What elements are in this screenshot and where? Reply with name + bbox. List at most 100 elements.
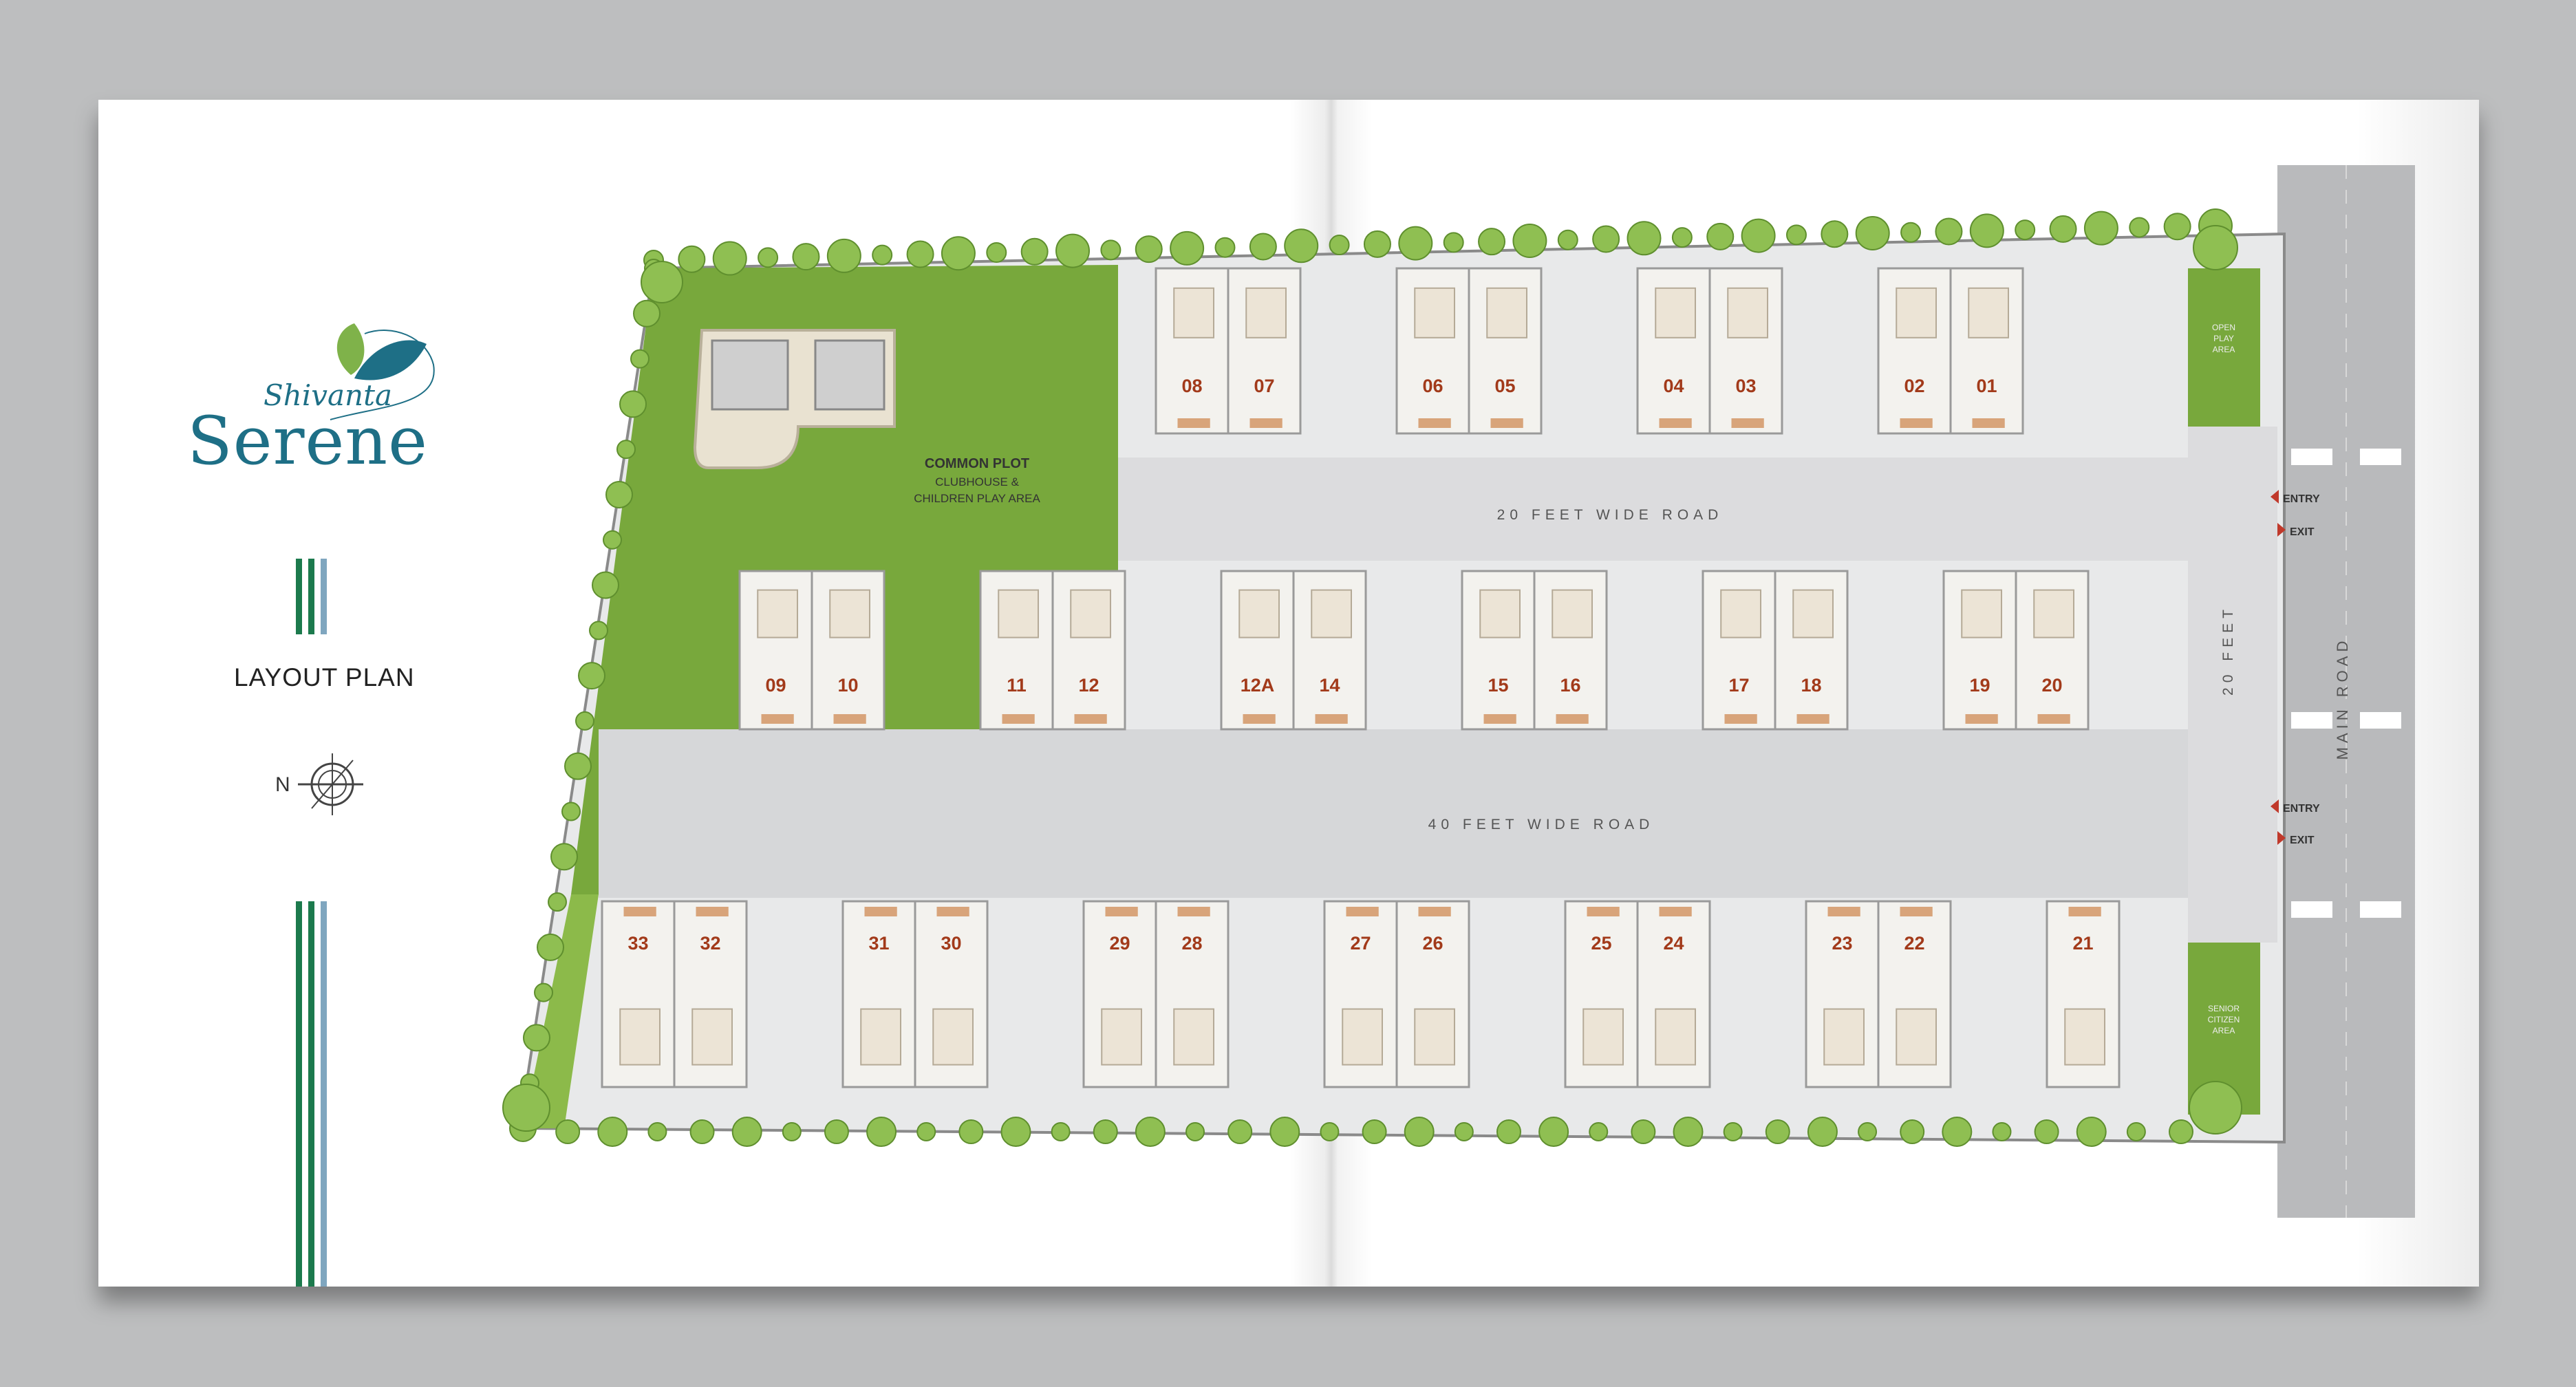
open-play-area bbox=[2188, 268, 2260, 427]
unit-number: 31 bbox=[868, 933, 889, 954]
main-road-label: MAIN ROAD bbox=[2334, 637, 2351, 760]
exit-label-bottom: EXIT bbox=[2290, 835, 2315, 846]
unit-number: 19 bbox=[1969, 675, 1990, 696]
unit-31: 31 bbox=[841, 900, 916, 1088]
unit-number: 21 bbox=[2072, 933, 2093, 954]
unit-15: 15 bbox=[1461, 570, 1536, 731]
unit-number: 03 bbox=[1735, 376, 1756, 396]
unit-number: 29 bbox=[1109, 933, 1130, 954]
senior-area-line1: SENIOR bbox=[2208, 1004, 2240, 1013]
unit-04: 04 bbox=[1636, 267, 1711, 435]
road-40-label: 40 FEET WIDE ROAD bbox=[1428, 817, 1655, 832]
unit-number: 20 bbox=[2041, 675, 2062, 696]
unit-number: 12A bbox=[1241, 675, 1275, 696]
road-40ft bbox=[599, 729, 2277, 898]
unit-09: 09 bbox=[738, 570, 813, 731]
unit-11: 11 bbox=[979, 570, 1054, 731]
unit-23: 23 bbox=[1805, 900, 1880, 1088]
unit-number: 28 bbox=[1181, 933, 1202, 954]
unit-01: 01 bbox=[1949, 267, 2024, 435]
unit-25: 25 bbox=[1564, 900, 1639, 1088]
tree-border bbox=[502, 208, 2242, 1147]
unit-number: 08 bbox=[1181, 376, 1202, 396]
road-20ft bbox=[1118, 458, 2277, 561]
west-lawn bbox=[523, 894, 599, 1128]
common-plot-title: COMMON PLOT bbox=[925, 456, 1029, 471]
entry-exit-top: ENTRY EXIT bbox=[2271, 490, 2320, 538]
unit-22: 22 bbox=[1877, 900, 1952, 1088]
unit-05: 05 bbox=[1468, 267, 1543, 435]
north-label: N bbox=[275, 773, 290, 796]
unit-16: 16 bbox=[1533, 570, 1608, 731]
unit-number: 11 bbox=[1007, 675, 1027, 696]
page-title: LAYOUT PLAN bbox=[234, 663, 415, 691]
senior-area-line2: CITIZEN bbox=[2208, 1015, 2240, 1024]
unit-number: 04 bbox=[1663, 376, 1684, 396]
unit-number: 02 bbox=[1904, 376, 1924, 396]
unit-number: 26 bbox=[1422, 933, 1443, 954]
clubhouse bbox=[693, 329, 896, 469]
unit-03: 03 bbox=[1708, 267, 1783, 435]
unit-number: 23 bbox=[1832, 933, 1852, 954]
unit-number: 32 bbox=[700, 933, 720, 954]
unit-12: 12 bbox=[1051, 570, 1126, 731]
unit-14: 14 bbox=[1292, 570, 1367, 731]
unit-number: 22 bbox=[1904, 933, 1924, 954]
stripes-top bbox=[296, 559, 327, 634]
unit-33: 33 bbox=[601, 900, 676, 1088]
unit-30: 30 bbox=[914, 900, 989, 1088]
unit-number: 14 bbox=[1319, 675, 1340, 696]
unit-17: 17 bbox=[1702, 570, 1777, 731]
unit-32: 32 bbox=[673, 900, 748, 1088]
unit-number: 30 bbox=[941, 933, 961, 954]
entry-label-top: ENTRY bbox=[2283, 493, 2320, 505]
open-play-area-line3: AREA bbox=[2213, 345, 2235, 354]
unit-number: 17 bbox=[1728, 675, 1749, 696]
open-play-area-line2: PLAY bbox=[2213, 334, 2234, 343]
unit-26: 26 bbox=[1395, 900, 1470, 1088]
unit-08: 08 bbox=[1155, 267, 1230, 435]
unit-number: 06 bbox=[1422, 376, 1443, 396]
entry-exit-bottom: ENTRY EXIT bbox=[2271, 799, 2320, 846]
unit-number: 07 bbox=[1254, 376, 1274, 396]
unit-19: 19 bbox=[1942, 570, 2017, 731]
unit-21: 21 bbox=[2046, 900, 2121, 1088]
compass-icon bbox=[298, 753, 363, 815]
zebra-crossings bbox=[2291, 449, 2401, 918]
unit-02: 02 bbox=[1877, 267, 1952, 435]
senior-area-line3: AREA bbox=[2213, 1026, 2235, 1035]
leaf-icon bbox=[330, 323, 435, 420]
common-plot-line2: CHILDREN PLAY AREA bbox=[914, 492, 1040, 505]
unit-number: 09 bbox=[765, 675, 786, 696]
unit-24: 24 bbox=[1636, 900, 1711, 1088]
unit-12A: 12A bbox=[1220, 570, 1295, 731]
unit-28: 28 bbox=[1155, 900, 1230, 1088]
unit-number: 33 bbox=[627, 933, 648, 954]
road-20ft-vertical bbox=[2188, 427, 2277, 943]
unit-10: 10 bbox=[811, 570, 886, 731]
unit-number: 12 bbox=[1078, 675, 1099, 696]
site-plan: MAIN ROAD COMMON PLOT CLUBHOUSE & CHILDR… bbox=[502, 165, 2415, 1218]
unit-18: 18 bbox=[1774, 570, 1849, 731]
unit-29: 29 bbox=[1082, 900, 1157, 1088]
unit-row-middle: 09 10 11 12 12A 14 15 16 17 18 19 20 bbox=[738, 570, 2090, 731]
unit-number: 01 bbox=[1976, 376, 1997, 396]
unit-number: 16 bbox=[1560, 675, 1580, 696]
logo-main-text: Serene bbox=[187, 402, 428, 480]
road-20-label: 20 FEET WIDE ROAD bbox=[1497, 507, 1724, 523]
unit-number: 24 bbox=[1663, 933, 1684, 954]
unit-number: 15 bbox=[1488, 675, 1508, 696]
unit-number: 10 bbox=[837, 675, 858, 696]
common-plot-line1: CLUBHOUSE & bbox=[935, 475, 1020, 488]
unit-number: 25 bbox=[1591, 933, 1611, 954]
unit-row-north: 08 07 06 05 04 03 02 01 bbox=[1155, 267, 2024, 435]
exit-label-top: EXIT bbox=[2290, 526, 2315, 538]
unit-20: 20 bbox=[2015, 570, 2090, 731]
logo-script-text: Shivanta bbox=[264, 378, 392, 412]
entry-label-bottom: ENTRY bbox=[2283, 803, 2320, 815]
unit-number: 18 bbox=[1801, 675, 1821, 696]
road-20-vertical-label: 20 FEET bbox=[2220, 605, 2236, 696]
open-play-area-line1: OPEN bbox=[2212, 323, 2235, 332]
stripes-bottom bbox=[296, 901, 327, 1287]
